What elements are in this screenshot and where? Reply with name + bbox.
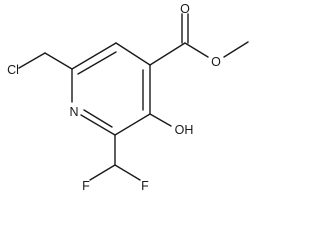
bond-c2-n-inner <box>83 109 113 128</box>
bond-c4-ccarbonyl <box>149 42 186 66</box>
bond-c2-n <box>80 114 116 136</box>
ester-oxygen-label: O <box>211 55 221 69</box>
carbonyl-oxygen-label: O <box>180 2 190 16</box>
bond-c5-c4 <box>115 42 151 66</box>
bond-c6-c5-inner <box>77 51 117 75</box>
fluorine-right-label: F <box>141 179 149 193</box>
bond-ch2-c6 <box>44 52 73 70</box>
bond-chf2-f-right <box>114 164 141 181</box>
hydroxyl-label: OH <box>175 123 194 137</box>
bond-chf2-f-left <box>89 164 116 181</box>
fluorine-left-label: F <box>82 179 90 193</box>
bond-oester-ch3 <box>223 41 249 58</box>
chemical-structure-diagram: Cl N O O OH F F <box>7 2 249 193</box>
chlorine-atom-label: Cl <box>7 63 19 77</box>
bond-c6-c5 <box>71 42 117 70</box>
ring-nitrogen-label: N <box>69 105 78 119</box>
bond-cl-ch2 <box>18 52 46 69</box>
bond-c3-c2 <box>114 113 151 136</box>
bond-c3-oh <box>149 113 172 127</box>
bond-c-oester <box>184 42 209 58</box>
